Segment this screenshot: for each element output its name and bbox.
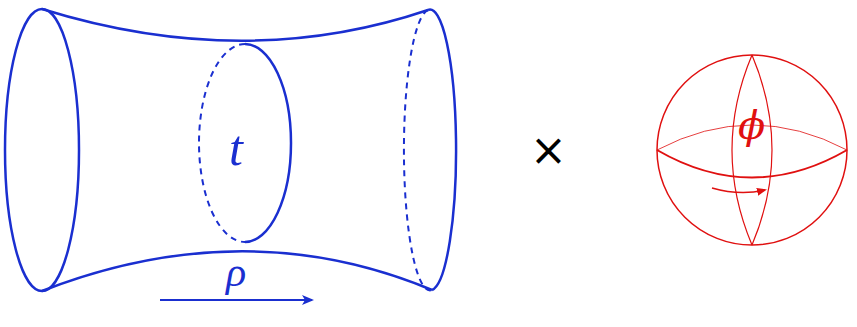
tube-profile (42, 9, 428, 41)
sphere-meridian (752, 55, 772, 245)
waist-circle (199, 44, 245, 242)
direction-arrow (160, 299, 312, 301)
coordinate-label: ϕ (738, 105, 765, 145)
coordinate-label: ρ (226, 251, 246, 293)
product-sign: × (530, 128, 567, 172)
sphere-meridian (732, 55, 752, 245)
sphere (657, 55, 847, 245)
rotation-arrow (712, 188, 765, 193)
tube-end (5, 9, 79, 291)
sphere-equator (657, 150, 847, 178)
tube-end (404, 10, 432, 290)
waist-circle (245, 44, 291, 242)
coordinate-label: t (229, 123, 243, 173)
tube-end (428, 10, 456, 290)
